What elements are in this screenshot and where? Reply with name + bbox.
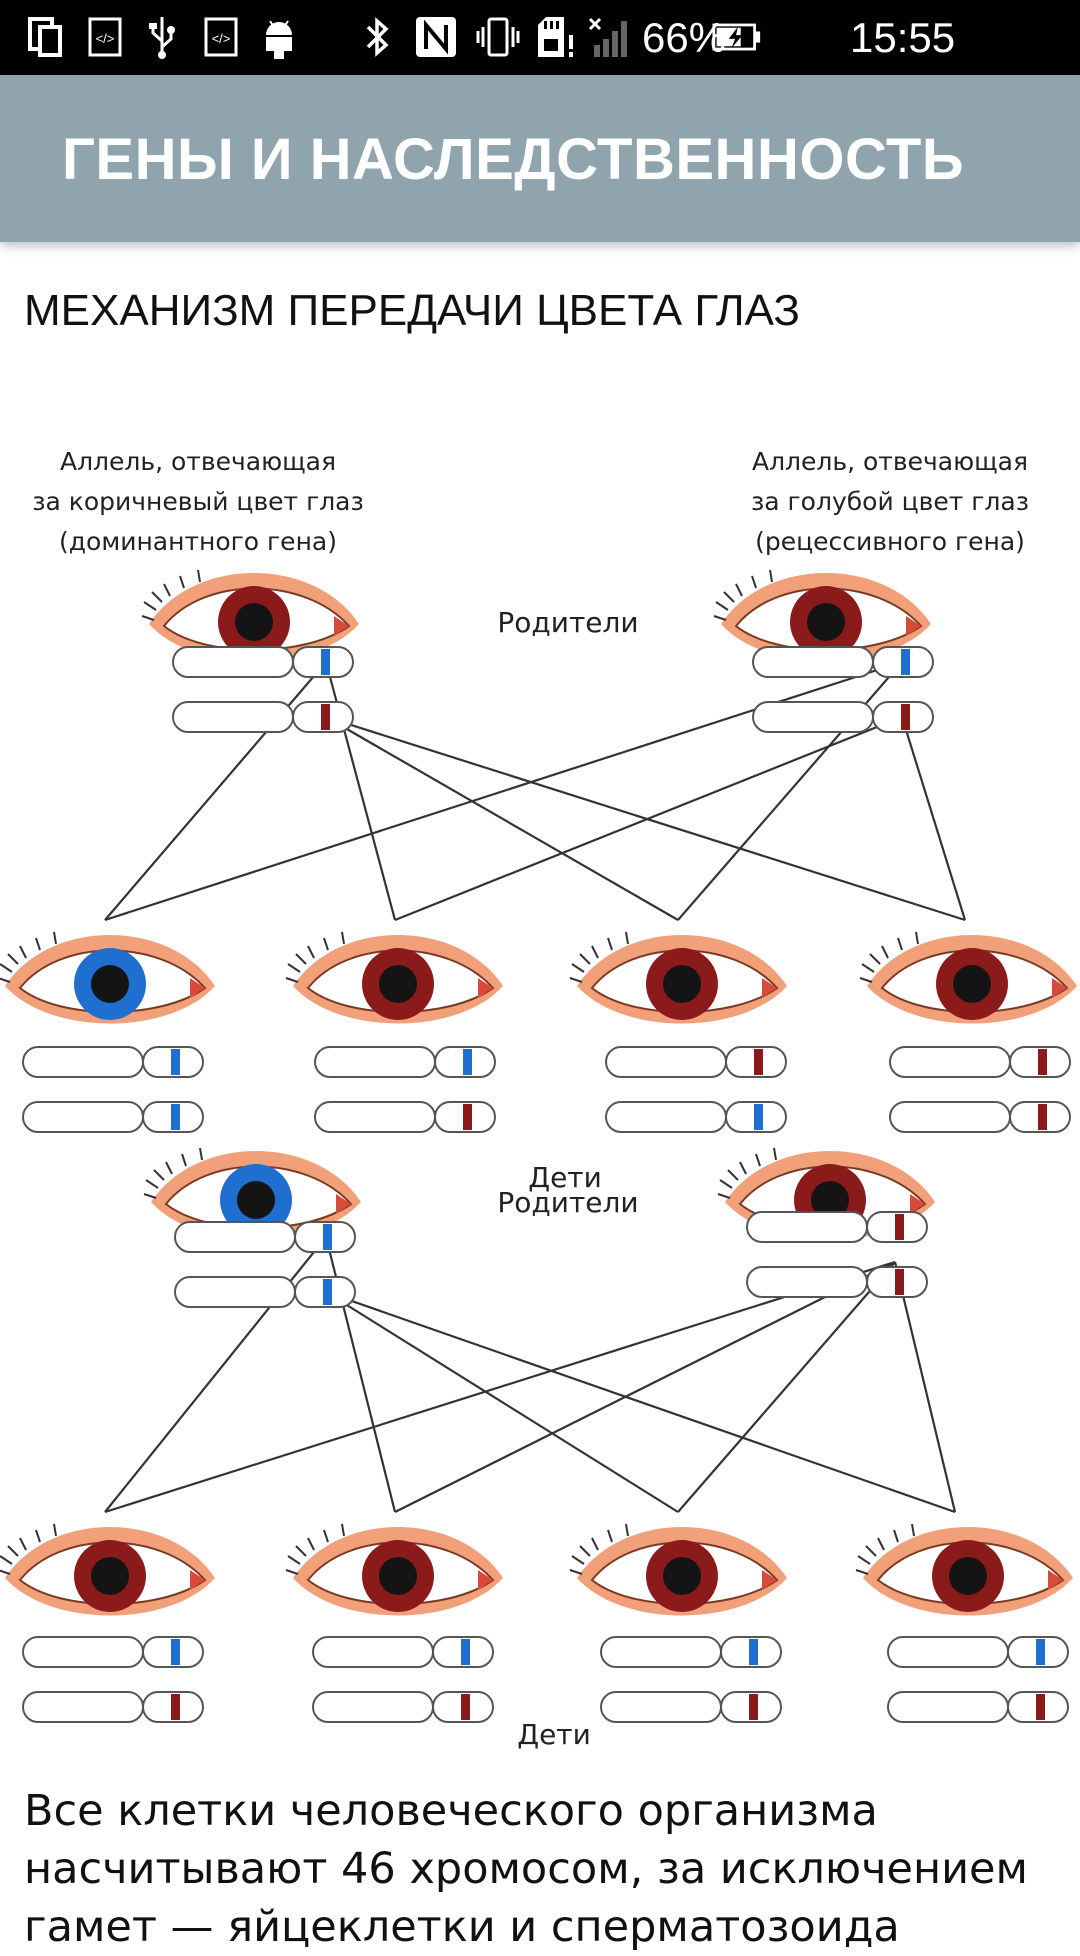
parents-label: Родители — [497, 606, 638, 639]
parents-label: Родители — [497, 1186, 638, 1219]
dominant-allele-label-line1: Аллель, отвечающая — [60, 447, 336, 476]
child-eye-brown — [0, 1524, 215, 1616]
chromosome-brown-allele — [889, 1046, 1071, 1078]
chromosome-blue-allele — [22, 1046, 204, 1078]
article-content[interactable]: МЕХАНИЗМ ПЕРЕДАЧИ ЦВЕТА ГЛАЗ — [0, 242, 1080, 1952]
code-icon: </> — [204, 12, 238, 62]
chromosome-blue-allele — [22, 1636, 204, 1668]
panel-1: Родители — [0, 570, 1077, 1194]
svg-text:</>: </> — [212, 31, 231, 46]
signal-off-icon — [586, 12, 630, 62]
app-bar: ГЕНЫ И НАСЛЕДСТВЕННОСТЬ — [0, 75, 1080, 242]
chromosome-blue-allele — [887, 1636, 1069, 1668]
child-eye-blue — [0, 932, 215, 1024]
usb-icon — [145, 12, 179, 62]
section-title: МЕХАНИЗМ ПЕРЕДАЧИ ЦВЕТА ГЛАЗ — [24, 286, 800, 335]
copy-icon — [28, 12, 62, 62]
chromosome-blue-allele — [312, 1636, 494, 1668]
chromosome-brown-allele — [887, 1691, 1069, 1723]
chromosome-blue-allele — [172, 646, 354, 678]
battery-percent: 66% — [642, 14, 727, 61]
chromosome-brown-allele — [22, 1691, 204, 1723]
chromosome-brown-allele — [746, 1266, 928, 1298]
chromosome-blue-allele — [752, 646, 934, 678]
child-eye-brown — [286, 932, 503, 1024]
chromosome-brown-allele — [312, 1691, 494, 1723]
child-eye-brown — [286, 1524, 503, 1616]
bluetooth-icon — [360, 12, 394, 62]
dominant-allele-label-line3: (доминантного гена) — [59, 527, 337, 556]
panel-2: Родители — [0, 1148, 1073, 1751]
vibrate-icon — [476, 12, 520, 62]
clock: 15:55 — [850, 14, 956, 61]
chromosome-blue-allele — [174, 1276, 356, 1308]
dominant-allele-label-line2: за коричневый цвет глаз — [32, 487, 364, 516]
chromosome-brown-allele — [600, 1691, 782, 1723]
chromosome-brown-allele — [605, 1046, 787, 1078]
inheritance-lines — [104, 1236, 957, 1514]
children-label: Дети — [528, 1161, 602, 1194]
chromosome-blue-allele — [600, 1636, 782, 1668]
children-label: Дети — [517, 1718, 591, 1751]
recessive-allele-label-line3: (рецессивного гена) — [755, 527, 1025, 556]
child-eye-brown — [860, 932, 1077, 1024]
inheritance-lines — [104, 660, 967, 922]
svg-text:</>: </> — [96, 31, 115, 46]
chromosome-brown-allele — [172, 701, 354, 733]
app-title: ГЕНЫ И НАСЛЕДСТВЕННОСТЬ — [62, 127, 965, 192]
android-icon — [262, 12, 296, 62]
child-eye-brown — [570, 932, 787, 1024]
chromosome-brown-allele — [889, 1101, 1071, 1133]
chromosome-brown-allele — [314, 1101, 496, 1133]
recessive-allele-label-line2: за голубой цвет глаз — [751, 487, 1029, 516]
body-paragraph: Все клетки человеческого организма насчи… — [24, 1786, 1028, 1952]
code-icon: </> — [88, 12, 122, 62]
chromosome-brown-allele — [746, 1211, 928, 1243]
chromosome-blue-allele — [174, 1221, 356, 1253]
child-eye-brown — [856, 1524, 1073, 1616]
battery-charging-icon — [712, 12, 762, 62]
chromosome-blue-allele — [605, 1101, 787, 1133]
status-bar: </> </> 66% 15:55 — [0, 0, 1080, 75]
child-eye-brown — [570, 1524, 787, 1616]
chromosome-brown-allele — [752, 701, 934, 733]
chromosome-blue-allele — [314, 1046, 496, 1078]
chromosome-blue-allele — [22, 1101, 204, 1133]
sd-card-alert-icon — [536, 12, 576, 62]
eye-color-inheritance-figure: Аллель, отвечающая за коричневый цвет гл… — [0, 392, 1080, 1757]
recessive-allele-label-line1: Аллель, отвечающая — [752, 447, 1028, 476]
nfc-icon — [414, 12, 458, 62]
